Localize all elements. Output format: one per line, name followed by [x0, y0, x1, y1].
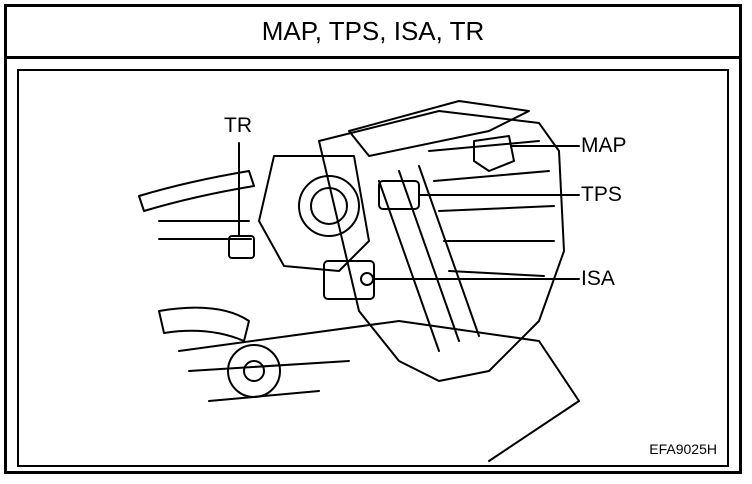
- manifold-runner: [428, 140, 555, 277]
- isa-port: [360, 272, 374, 286]
- lower-hose: [158, 306, 250, 342]
- pulley-hub: [243, 360, 265, 382]
- diagram-title: MAP, TPS, ISA, TR: [7, 7, 739, 59]
- engine-illustration: [138, 100, 580, 462]
- tr-sensor: [228, 235, 255, 259]
- throttle-housing: [258, 155, 370, 272]
- diagram-frame: MAP, TPS, ISA, TR: [4, 4, 742, 474]
- label-isa: ISA: [581, 267, 615, 290]
- throttle-bore: [310, 187, 348, 225]
- label-tps: TPS: [581, 183, 622, 206]
- left-hose: [138, 170, 255, 212]
- pulley: [227, 344, 281, 398]
- label-map: MAP: [581, 134, 627, 157]
- map-sensor: [473, 135, 515, 172]
- label-tr: TR: [224, 114, 252, 137]
- left-pipe: [158, 220, 252, 240]
- manifold-ribs: [378, 165, 480, 352]
- throttle-body: [298, 175, 360, 237]
- figure-code: EFA9025H: [649, 441, 717, 457]
- valve-cover: [348, 100, 530, 157]
- intake-manifold: [318, 110, 565, 382]
- diagram-panel: TR MAP TPS ISA EFA9025H: [17, 69, 729, 467]
